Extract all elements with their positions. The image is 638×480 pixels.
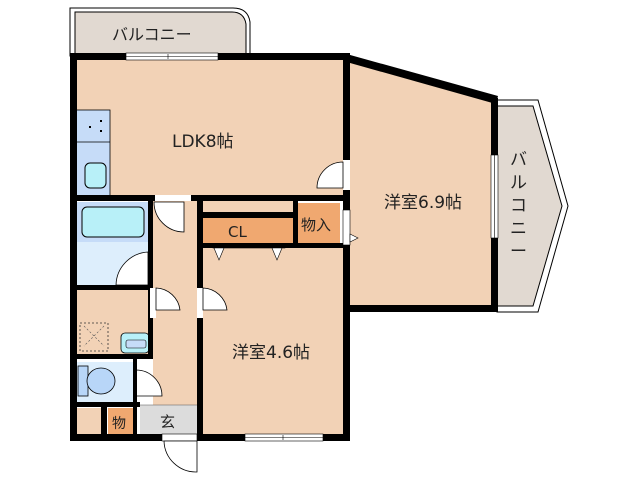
storage-door-icon[interactable] <box>349 233 359 243</box>
balcony-right-label: バ ル コ ニ ー <box>510 150 527 262</box>
storage-lower: 物 <box>108 408 133 434</box>
storage-upper-label: 物入 <box>301 216 331 234</box>
toilet-room <box>76 362 163 402</box>
balcony-top-label: バルコニー <box>112 25 192 44</box>
windows <box>125 52 499 442</box>
toilet-tank-icon <box>77 365 89 397</box>
room-western-small <box>203 248 343 434</box>
hallway-door-icon[interactable] <box>153 201 185 233</box>
svg-text:コ: コ <box>510 196 527 216</box>
kitchen-counter <box>75 109 111 197</box>
room-small-door-icon[interactable] <box>202 287 228 311</box>
toilet-icon <box>86 367 116 395</box>
storage-upper: 物入 <box>298 203 340 243</box>
svg-text:ル: ル <box>510 173 527 193</box>
svg-text:ー: ー <box>510 242 527 262</box>
washing-machine-icon <box>79 322 109 352</box>
western-small-label: 洋室4.6帖 <box>232 343 310 363</box>
washroom-door-icon[interactable] <box>155 287 181 311</box>
entrance-door-icon[interactable] <box>163 440 198 473</box>
room-ldk <box>76 60 343 196</box>
western-large-label: 洋室6.9帖 <box>384 193 462 213</box>
balcony-right: バ ル コ ニ ー <box>496 99 569 313</box>
bathroom-door-icon[interactable] <box>115 251 149 286</box>
bathroom <box>76 202 149 286</box>
svg-text:バ: バ <box>510 150 527 170</box>
washroom-fixtures <box>79 322 150 354</box>
entrance-label: 玄 <box>160 413 175 431</box>
svg-text:ニ: ニ <box>510 219 527 239</box>
ldk-door-icon[interactable] <box>316 161 344 189</box>
closet-label: CL <box>228 223 247 241</box>
entrance: 玄 <box>140 404 197 435</box>
toilet-door-icon[interactable] <box>135 369 163 397</box>
room-western-large <box>347 60 492 308</box>
ldk-label: LDK8帖 <box>172 132 234 152</box>
storage-lower-label: 物 <box>112 416 126 432</box>
balcony-top: バルコニー <box>69 7 251 57</box>
stove-burner-icon <box>89 126 91 128</box>
doors <box>150 160 359 473</box>
sink-icon <box>84 162 107 189</box>
bathtub-icon <box>81 206 145 238</box>
